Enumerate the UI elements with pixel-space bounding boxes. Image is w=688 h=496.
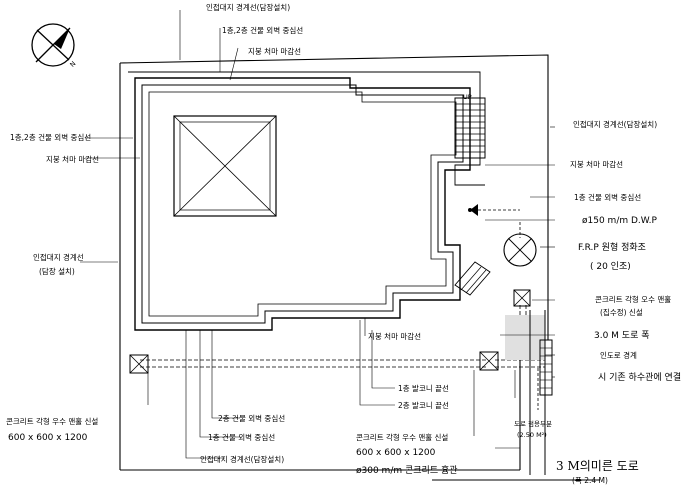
label-left-boundary-sub: (담장 설치) <box>39 266 75 276</box>
label-bm-pipe: ø300 m/m 콘크리트 흄관 <box>356 464 458 476</box>
label-bl-conc-size: 600 x 600 x 1200 <box>8 433 88 443</box>
label-sidewalk: 인도로 경계 <box>600 350 637 360</box>
label-left-wall-center: 1층,2층 건물 외벽 중심선 <box>10 132 91 142</box>
label-frp-sub: ( 20 인조) <box>590 261 631 272</box>
label-b-wall-center-1: 1층 건물 외벽 중심선 <box>208 432 275 442</box>
label-right-wall-center: 1층 건물 외벽 중심선 <box>574 192 641 202</box>
label-road-width: (폭 2.4 M) <box>572 476 608 485</box>
label-dwp: ø150 m/m D.W.P <box>582 216 657 226</box>
label-balcony-2: 2층 발코니 끝선 <box>398 401 449 410</box>
angled-stair <box>454 261 491 296</box>
label-road-3m: 3.0 M 도로 폭 <box>594 330 650 341</box>
label-road-paving: 도로 점용부분 <box>514 420 552 428</box>
road-paving-area <box>505 315 545 360</box>
building-wall-line-3 <box>148 91 457 317</box>
labels: N 인접대지 경계선(담장설치) 1층,2층 건물 외벽 중심선 지붕 처마 마… <box>6 2 681 485</box>
label-conc-pit-right: 콘크리트 각형 오수 맨홀 <box>595 294 671 304</box>
skylight-box <box>173 115 277 217</box>
septic-tank-icon <box>503 233 537 267</box>
label-balcony-1: 1층 발코니 끝선 <box>398 384 449 393</box>
label-top-roof-eave: 지붕 처마 마감선 <box>248 46 301 56</box>
label-right-roof-eave: 지붕 처마 마감선 <box>570 159 623 169</box>
label-mid-roof-eave: 지붕 처마 마감선 <box>368 331 421 341</box>
label-top-wall-center: 1층,2층 건물 외벽 중심선 <box>222 25 303 35</box>
label-left-roof-eave: 지붕 처마 마감선 <box>46 154 99 164</box>
manhole-right <box>513 289 531 307</box>
label-right-boundary: 인접대지 경계선(담장설치) <box>573 119 657 129</box>
stair-block <box>454 97 486 159</box>
label-conc-pit-right-sub: (집수정) 신설 <box>600 307 643 317</box>
manhole-middle <box>479 351 499 371</box>
label-sewer: 시 기존 하수관에 연결 <box>598 372 681 383</box>
label-frp: F.R.P 원형 정화조 <box>578 242 646 253</box>
north-label: N <box>68 60 77 69</box>
label-top-boundary: 인접대지 경계선(담장설치) <box>206 2 290 12</box>
dwp-symbol-icon <box>470 204 478 216</box>
label-bm-conc-size: 600 x 600 x 1200 <box>356 448 436 458</box>
label-bl-conc-pit: 콘크리트 각형 우수 맨홀 신설 <box>6 416 98 426</box>
label-b-wall-center-2: 2층 건물 외벽 중심선 <box>218 413 285 423</box>
label-road-paving-area: (2.50 M²) <box>517 431 547 439</box>
building-wall-line-2 <box>141 84 464 324</box>
label-bm-conc-pit: 콘크리트 각형 우수 맨홀 신설 <box>356 432 448 442</box>
label-up: UP <box>463 93 472 101</box>
label-left-boundary: 인접대지 경계선 <box>33 252 84 262</box>
leader-lines <box>80 10 555 470</box>
label-b-boundary: 인접대지 경계선(담장설치) <box>200 454 284 464</box>
building-outline <box>134 77 471 331</box>
label-road-name: 3 M의미른 도로 <box>556 459 639 473</box>
north-arrow-icon <box>31 23 75 67</box>
manhole-left <box>129 354 149 374</box>
roof-eave-line <box>128 71 485 186</box>
